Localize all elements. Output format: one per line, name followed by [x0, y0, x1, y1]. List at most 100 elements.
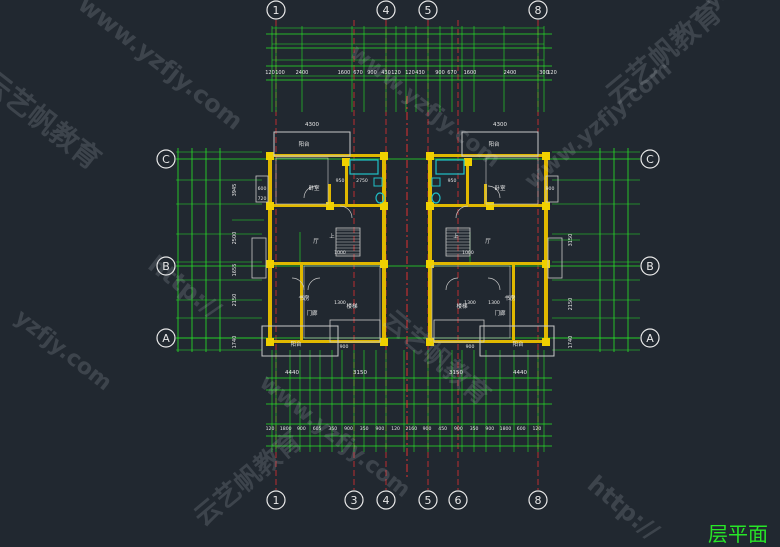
dimension-label: 1600 — [464, 70, 477, 76]
axis-bubble-bottom-6-circle — [448, 490, 468, 510]
door-swing — [307, 277, 321, 291]
window-outline — [255, 175, 269, 203]
door-swing — [339, 205, 353, 219]
dimension-label: 900 — [423, 426, 432, 432]
wall — [328, 184, 331, 206]
room-label: 阳台 — [298, 140, 310, 148]
door-swing — [445, 277, 459, 291]
room-label: 上 — [453, 232, 459, 240]
window-outline — [251, 237, 267, 279]
structural-column — [426, 338, 434, 346]
dimension-label: 900 — [466, 344, 475, 350]
dimension-label: 3150 — [568, 234, 574, 247]
axis-bubble-bottom-8-label: 8 — [535, 494, 542, 507]
dimension-label: 1000 — [462, 250, 474, 256]
dimension-label: 1300 — [488, 300, 500, 306]
structural-column — [326, 202, 334, 210]
wall — [382, 154, 386, 344]
structural-column — [266, 202, 274, 210]
dimension-label: 1740 — [232, 336, 238, 349]
axis-bubble-top-5-label: 5 — [425, 4, 432, 17]
dimension-label: 1800 — [280, 426, 292, 432]
dimension-label: 2750 — [356, 178, 368, 184]
balcony-outline — [479, 325, 555, 357]
dimension-label: 300 — [539, 70, 549, 76]
axis-bubble-left-B-label: B — [162, 260, 170, 273]
axis-bubble-right-A-circle — [640, 328, 660, 348]
axis-bubble-left-A-circle — [156, 328, 176, 348]
dimension-label: 2160 — [405, 426, 417, 432]
room-label: 楼梯 — [456, 302, 468, 310]
stair-outline — [445, 227, 471, 257]
axis-bubble-right-C-circle — [640, 149, 660, 169]
room-label: 卧室 — [308, 184, 320, 192]
dimension-label: 900 — [344, 426, 353, 432]
dimension-label: 1600 — [338, 70, 351, 76]
structural-column — [542, 152, 550, 160]
door-swing — [455, 205, 469, 219]
axis-bubble-top-1-circle — [266, 0, 286, 20]
dimension-label: 2400 — [296, 70, 309, 76]
axis-bubble-right-C-label: C — [646, 153, 654, 166]
wall — [300, 262, 303, 342]
dimension-label: 900 — [485, 426, 494, 432]
dimension-label: 120 — [533, 426, 542, 432]
door-swing — [487, 277, 501, 291]
dimension-label: 1300 — [464, 300, 476, 306]
dimension-label: 900 — [376, 426, 385, 432]
dimension-label: 3150 — [353, 370, 367, 376]
structural-column — [266, 260, 274, 268]
axis-bubble-right-A-label: A — [646, 332, 654, 345]
dimension-label: 2500 — [232, 232, 238, 245]
dimension-label: 720 — [258, 196, 267, 202]
wall — [544, 154, 548, 344]
dimension-label: 3150 — [449, 370, 463, 376]
axis-bubble-top-4-circle — [376, 0, 396, 20]
axis-bubble-bottom-3-label: 3 — [351, 494, 358, 507]
bathtub-fixture — [349, 159, 379, 175]
structural-column — [542, 260, 550, 268]
dimension-label: 350 — [470, 426, 479, 432]
dimension-label: 670 — [447, 70, 457, 76]
dimension-label: 120 — [265, 70, 275, 76]
dimension-label: 120 — [391, 70, 401, 76]
axis-bubble-left-A-label: A — [162, 332, 170, 345]
dimension-label: 4440 — [285, 370, 299, 376]
room-label: 楼梯 — [346, 302, 358, 310]
dimension-label: 4300 — [305, 122, 319, 128]
axis-bubble-bottom-5-circle — [418, 490, 438, 510]
dimension-label: 350 — [328, 426, 337, 432]
structural-column — [542, 338, 550, 346]
dimension-label: 120 — [266, 426, 275, 432]
structural-column — [380, 202, 388, 210]
door-swing — [487, 185, 501, 199]
dimension-label: 1000 — [334, 250, 346, 256]
window-outline — [545, 175, 559, 203]
wall — [268, 340, 386, 343]
dimension-label: 1740 — [568, 336, 574, 349]
dimension-label: 1655 — [232, 264, 238, 277]
dimension-label: 900 — [454, 426, 463, 432]
dimension-label: 430 — [381, 70, 391, 76]
wall — [345, 160, 348, 206]
window-outline — [547, 237, 563, 279]
room-label: 书房 — [504, 294, 516, 302]
dimension-label: 605 — [313, 426, 322, 432]
structural-column — [380, 338, 388, 346]
dimension-label: 2150 — [568, 298, 574, 311]
toilet-fixture — [431, 192, 441, 204]
dimension-label: 600 — [258, 186, 267, 192]
door-swing — [303, 185, 317, 199]
porch-outline — [329, 319, 381, 343]
structural-column — [266, 338, 274, 346]
axis-bubble-bottom-5-label: 5 — [425, 494, 432, 507]
room-label: 阳台 — [290, 340, 302, 348]
room-label: 厅 — [485, 238, 491, 245]
structural-column — [342, 158, 350, 166]
balcony-outline — [461, 131, 539, 157]
room-label: 门廊 — [306, 309, 318, 317]
room-outline — [303, 265, 381, 339]
room-label: 阳台 — [488, 140, 500, 148]
